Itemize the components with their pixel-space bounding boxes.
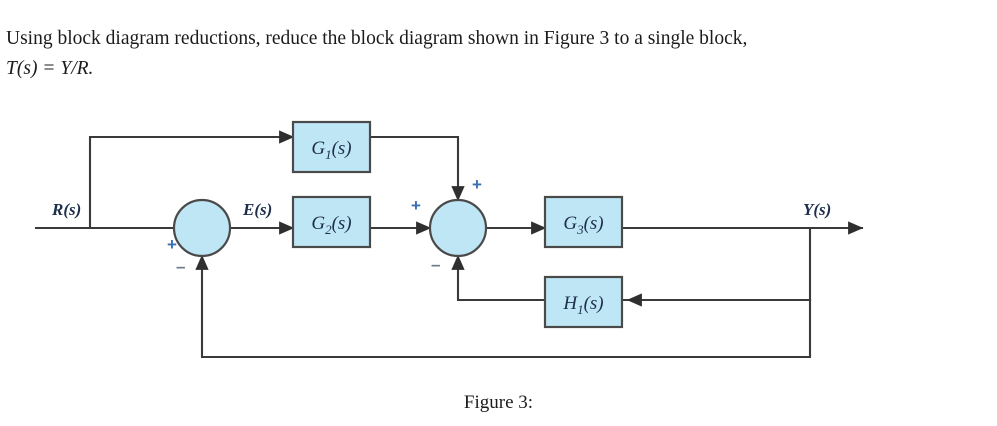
summing-junctions — [172, 198, 488, 258]
block-g2-rect — [291, 195, 372, 249]
sum2-plus-left-sign: + — [411, 196, 421, 215]
wire-h1-to-sum2 — [451, 254, 547, 302]
block-g2-suffix: (s) — [332, 213, 352, 234]
problem-statement: Using block diagram reductions, reduce t… — [6, 24, 981, 84]
block-h1-sub: 1 — [577, 302, 584, 317]
problem-line-1: Using block diagram reductions, reduce t… — [6, 28, 748, 49]
block-g1-label: G1(s) — [311, 138, 351, 162]
block-g2-sub: 2 — [325, 222, 332, 237]
sum1-plus-sign: + — [167, 235, 177, 254]
block-h1-base: H — [562, 293, 578, 314]
sum2-minus-sign: – — [431, 255, 440, 274]
signal-label-e: E(s) — [242, 200, 272, 219]
transfer-function-symbol: T — [6, 58, 17, 79]
transfer-function-expression: (s) = Y/R. — [16, 58, 94, 79]
wire-outer-feedback-to-sum1 — [195, 254, 812, 359]
block-h1-rect — [543, 275, 624, 329]
block-g3-rect — [543, 195, 624, 249]
block-g2-base: G — [311, 213, 325, 234]
block-g2-label: G2(s) — [311, 213, 351, 237]
signal-label-r: R(s) — [51, 200, 81, 219]
wire-g1-to-sum2 — [368, 135, 465, 202]
block-g1[interactable]: G1(s) — [291, 120, 372, 174]
block-g3-suffix: (s) — [584, 213, 604, 234]
sign-markers: + – + + – — [167, 175, 482, 276]
block-g1-base: G — [311, 138, 325, 159]
block-g1-suffix: (s) — [332, 138, 352, 159]
block-g3-base: G — [563, 213, 577, 234]
sum2-plus-top-sign: + — [472, 175, 482, 194]
block-h1-label: H1(s) — [562, 293, 603, 317]
wire-output-to-h1 — [620, 226, 812, 302]
block-g2[interactable]: G2(s) — [291, 195, 372, 249]
signal-label-y: Y(s) — [803, 200, 831, 219]
problem-line-2: T(s) = Y/R. — [6, 54, 981, 84]
figure-caption: Figure 3: — [463, 392, 534, 413]
wire-branch-to-g1 — [88, 130, 295, 230]
block-g3[interactable]: G3(s) — [543, 195, 624, 249]
signal-labels: R(s) E(s) Y(s) — [51, 200, 831, 219]
block-g1-rect — [291, 120, 372, 174]
block-h1-suffix: (s) — [584, 293, 604, 314]
block-g3-label: G3(s) — [563, 213, 603, 237]
block-h1[interactable]: H1(s) — [543, 275, 624, 329]
summing-junction-2[interactable] — [428, 198, 488, 258]
transfer-function-blocks: G1(s) G2(s) G3(s) H1(s) — [291, 120, 624, 329]
summing-junction-1[interactable] — [172, 198, 232, 258]
block-g1-sub: 1 — [325, 147, 332, 162]
block-g3-sub: 3 — [576, 222, 584, 237]
sum1-minus-sign: – — [176, 257, 185, 276]
